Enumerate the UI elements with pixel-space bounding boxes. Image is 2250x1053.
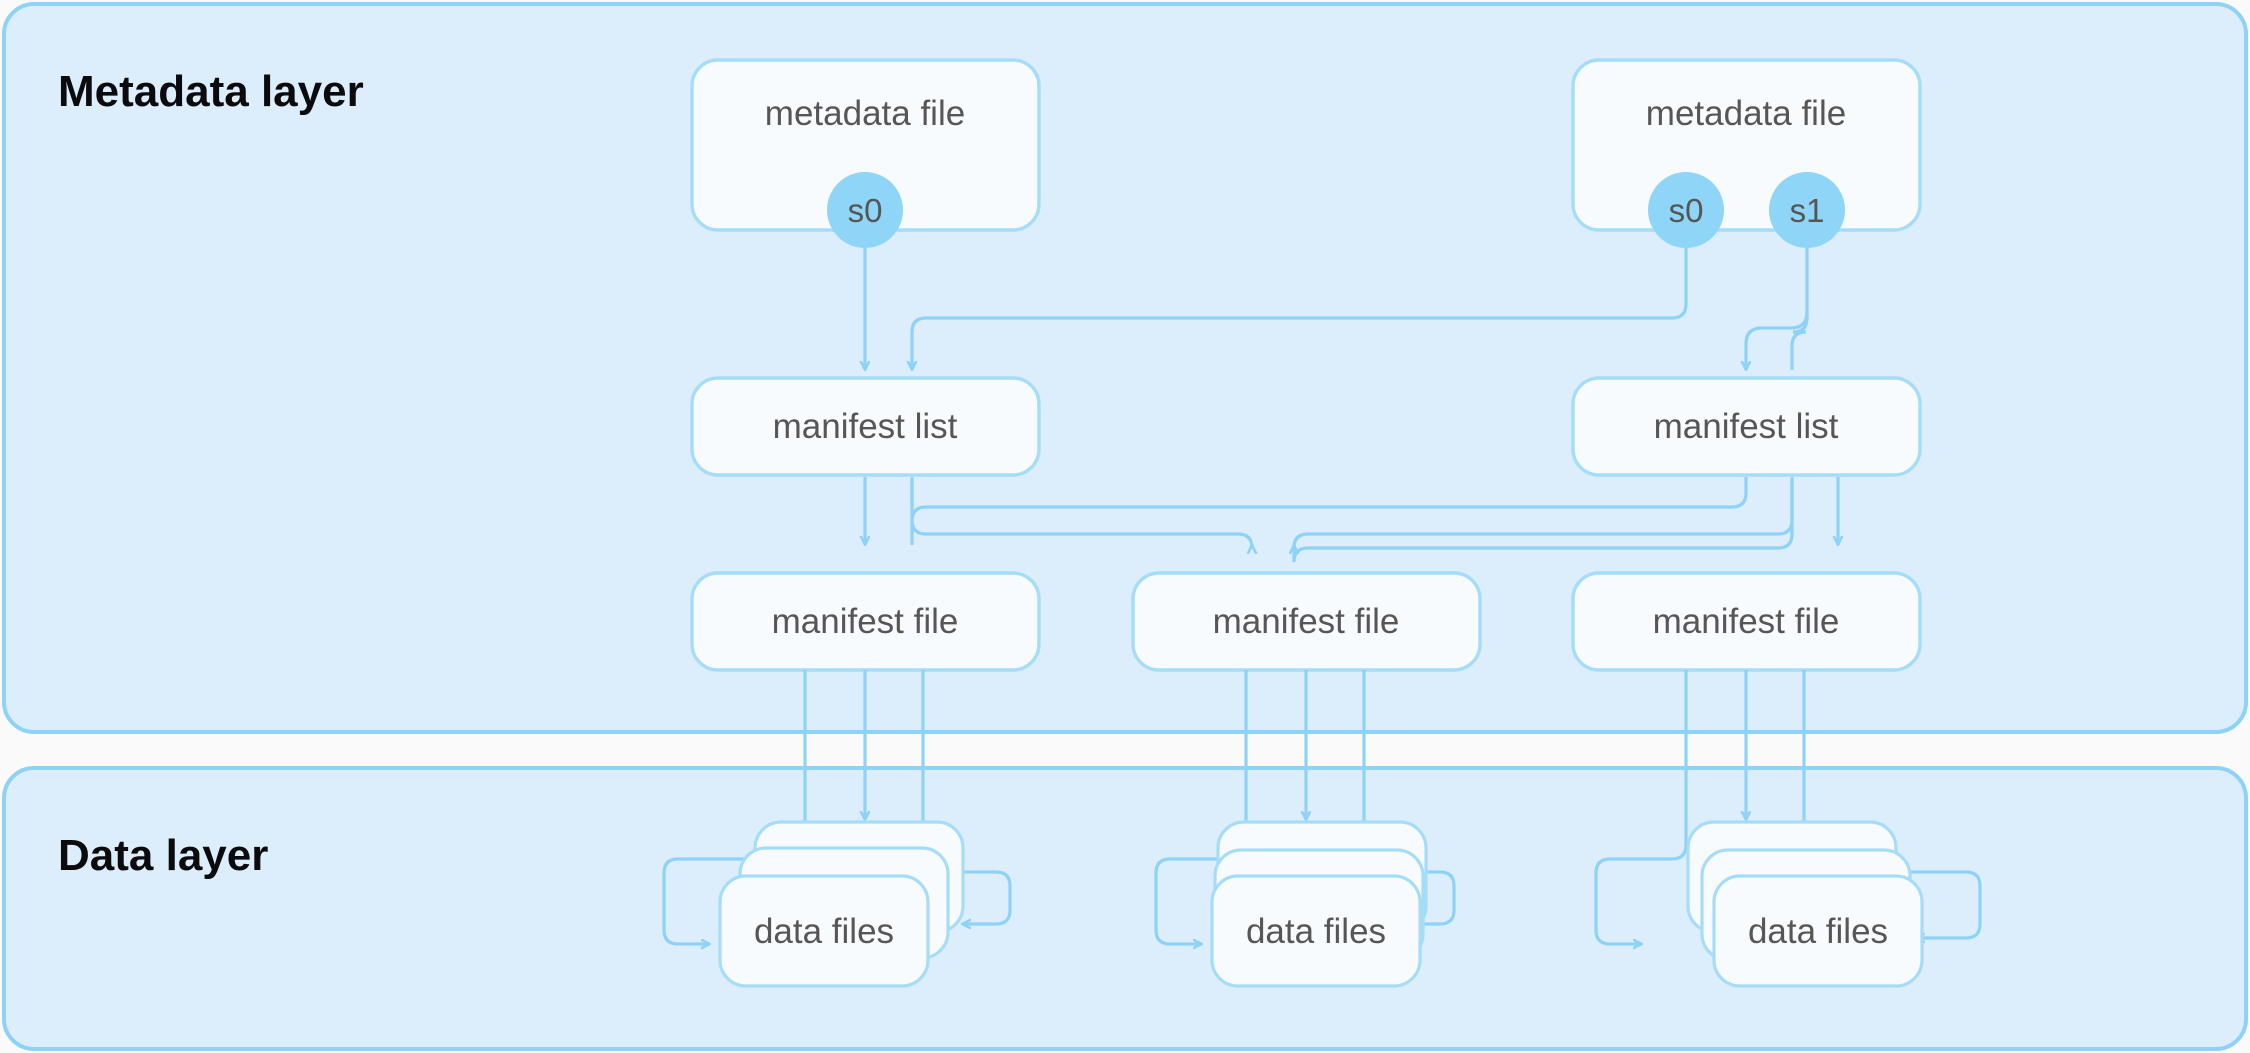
snapshot-s1-label: s1: [1790, 192, 1825, 229]
edge-mdf2s1-ml2-seg: [1790, 210, 1809, 370]
manifest-file-node-3[interactable]: manifest file: [1571, 571, 1922, 672]
manifest-list-node-2[interactable]: manifest list: [1571, 376, 1922, 477]
manifest-file-1-label: manifest file: [772, 602, 959, 641]
snapshot-s0b-label: s0: [1669, 192, 1704, 229]
data-layer-title: Data layer: [58, 831, 268, 880]
snapshot-s0-label: s0: [848, 192, 883, 229]
metadata-file-node-1[interactable]: metadata file s0: [690, 58, 1041, 248]
data-files-group-2[interactable]: data files: [1210, 820, 1428, 988]
snapshot-s0-circle[interactable]: [827, 172, 903, 248]
edges-manifestlist-to-manifestfile: [865, 477, 1838, 563]
data-files-1-label: data files: [754, 912, 894, 951]
snapshot-s0b-circle[interactable]: [1648, 172, 1724, 248]
manifest-list-node-1[interactable]: manifest list: [690, 376, 1041, 477]
edge-mdf2s0-ml1: [912, 210, 1688, 370]
metadata-file-2-label: metadata file: [1646, 94, 1846, 133]
snapshot-s1-circle[interactable]: [1769, 172, 1845, 248]
edge-ml2-mf2: [1294, 477, 1794, 548]
data-file-stack-front[interactable]: [1712, 874, 1924, 988]
metadata-file-node-2[interactable]: metadata file s0 s1: [1571, 58, 1922, 248]
data-file-stack-front[interactable]: [718, 874, 930, 988]
edge-mdf2s1-ml2: [1746, 210, 1809, 370]
data-files-2-label: data files: [1246, 912, 1386, 951]
data-file-stack-front[interactable]: [1210, 874, 1422, 988]
manifest-file-node-1[interactable]: manifest file: [690, 571, 1041, 672]
manifest-file-2-label: manifest file: [1213, 602, 1400, 641]
data-files-group-3[interactable]: data files: [1686, 820, 1924, 988]
data-files-group-1[interactable]: data files: [718, 820, 965, 988]
metadata-layer-title: Metadata layer: [58, 67, 364, 116]
manifest-list-2-label: manifest list: [1654, 407, 1839, 446]
data-files-3-label: data files: [1748, 912, 1888, 951]
metadata-file-1-label: metadata file: [765, 94, 965, 133]
manifest-file-3-label: manifest file: [1653, 602, 1840, 641]
edge-ml2-mf1: [910, 477, 1748, 545]
manifest-file-node-2[interactable]: manifest file: [1131, 571, 1482, 672]
manifest-list-1-label: manifest list: [773, 407, 958, 446]
edge-ml2-mf2-a: [1292, 477, 1794, 563]
edge-mf3-df3-left: [1594, 670, 1688, 944]
